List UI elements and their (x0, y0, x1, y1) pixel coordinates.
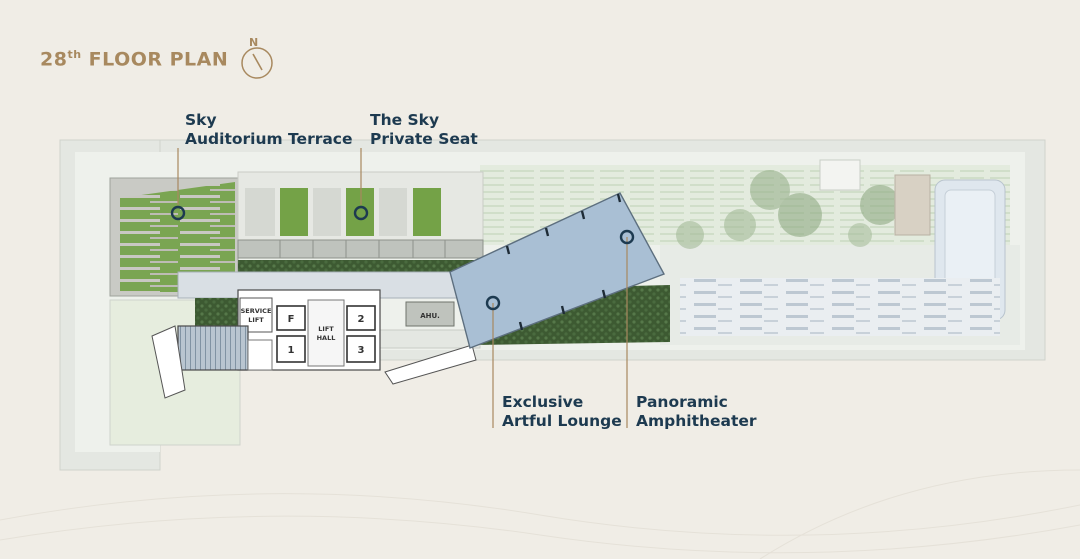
lift-f-label: F (288, 314, 295, 325)
lift-2-label: 2 (358, 314, 365, 325)
page-title: 28th FLOOR PLAN (40, 48, 229, 71)
compass-north-label: N (249, 36, 258, 49)
service-lift-label-line2: LIFT (248, 316, 264, 324)
marker-private-seat (353, 205, 369, 221)
compass-icon: N (241, 36, 273, 79)
marker-artful-lounge (485, 295, 501, 311)
marker-amphitheater (619, 229, 635, 245)
lift-3-label: 3 (358, 345, 365, 356)
service-lift-label-line1: SERVICE (241, 307, 272, 315)
lift-hall-label-line2: HALL (317, 334, 336, 342)
lift-1-label: 1 (288, 345, 295, 356)
ahu-label: AHU. (420, 312, 440, 320)
marker-sky-auditorium (170, 205, 186, 221)
lift-hall-label-line1: LIFT (318, 325, 334, 333)
